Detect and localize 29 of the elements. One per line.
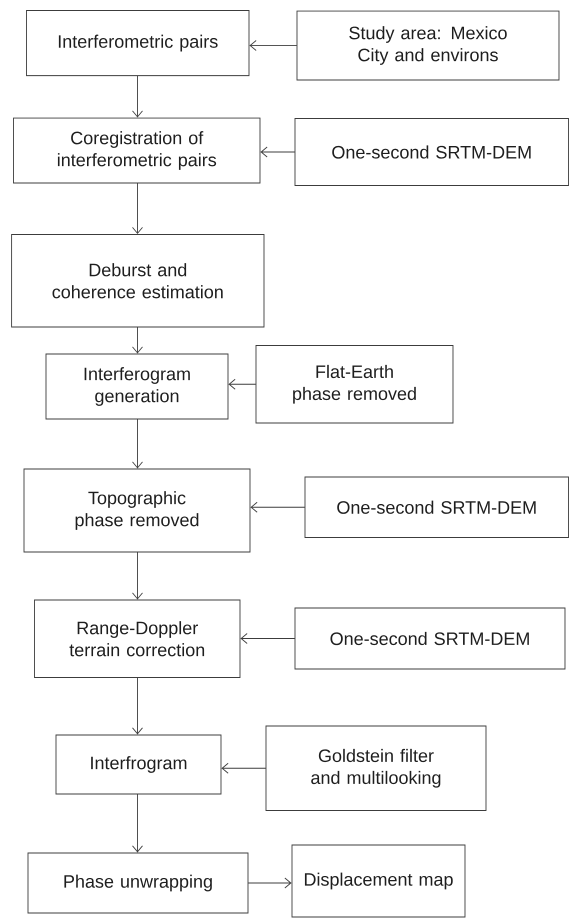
arrow <box>228 378 256 390</box>
process-box: Interferometric pairs <box>26 10 250 76</box>
process-box: Deburst and coherence estimation <box>11 234 264 328</box>
process-box: Displacement map <box>292 844 466 918</box>
arrow <box>248 878 292 888</box>
process-box: Interfrogram <box>56 734 222 794</box>
arrow <box>249 40 297 51</box>
process-box: Range-Doppler terrain correction <box>34 600 240 678</box>
arrow <box>221 762 266 774</box>
arrow <box>132 678 143 735</box>
process-box: Phase unwrapping <box>28 852 248 914</box>
process-box: Interferogram generation <box>46 354 228 420</box>
process-box: One-second SRTM-DEM <box>304 476 569 538</box>
process-box: Topographic phase removed <box>24 468 250 552</box>
arrow <box>132 183 143 234</box>
arrow <box>132 794 143 853</box>
arrow <box>132 552 143 600</box>
arrow <box>132 76 143 118</box>
process-box: Study area: Mexico City and environs <box>296 10 560 80</box>
process-box: One-second SRTM-DEM <box>294 608 566 670</box>
arrow <box>260 146 295 158</box>
arrow <box>132 327 143 354</box>
arrow <box>240 633 295 644</box>
arrow <box>250 502 305 513</box>
process-box: Flat-Earth phase removed <box>256 345 454 424</box>
arrow <box>132 419 143 469</box>
process-box: Coregistration of interferometric pairs <box>13 118 260 184</box>
process-box: One-second SRTM-DEM <box>294 118 569 186</box>
process-box: Goldstein filter and multilooking <box>266 726 486 811</box>
